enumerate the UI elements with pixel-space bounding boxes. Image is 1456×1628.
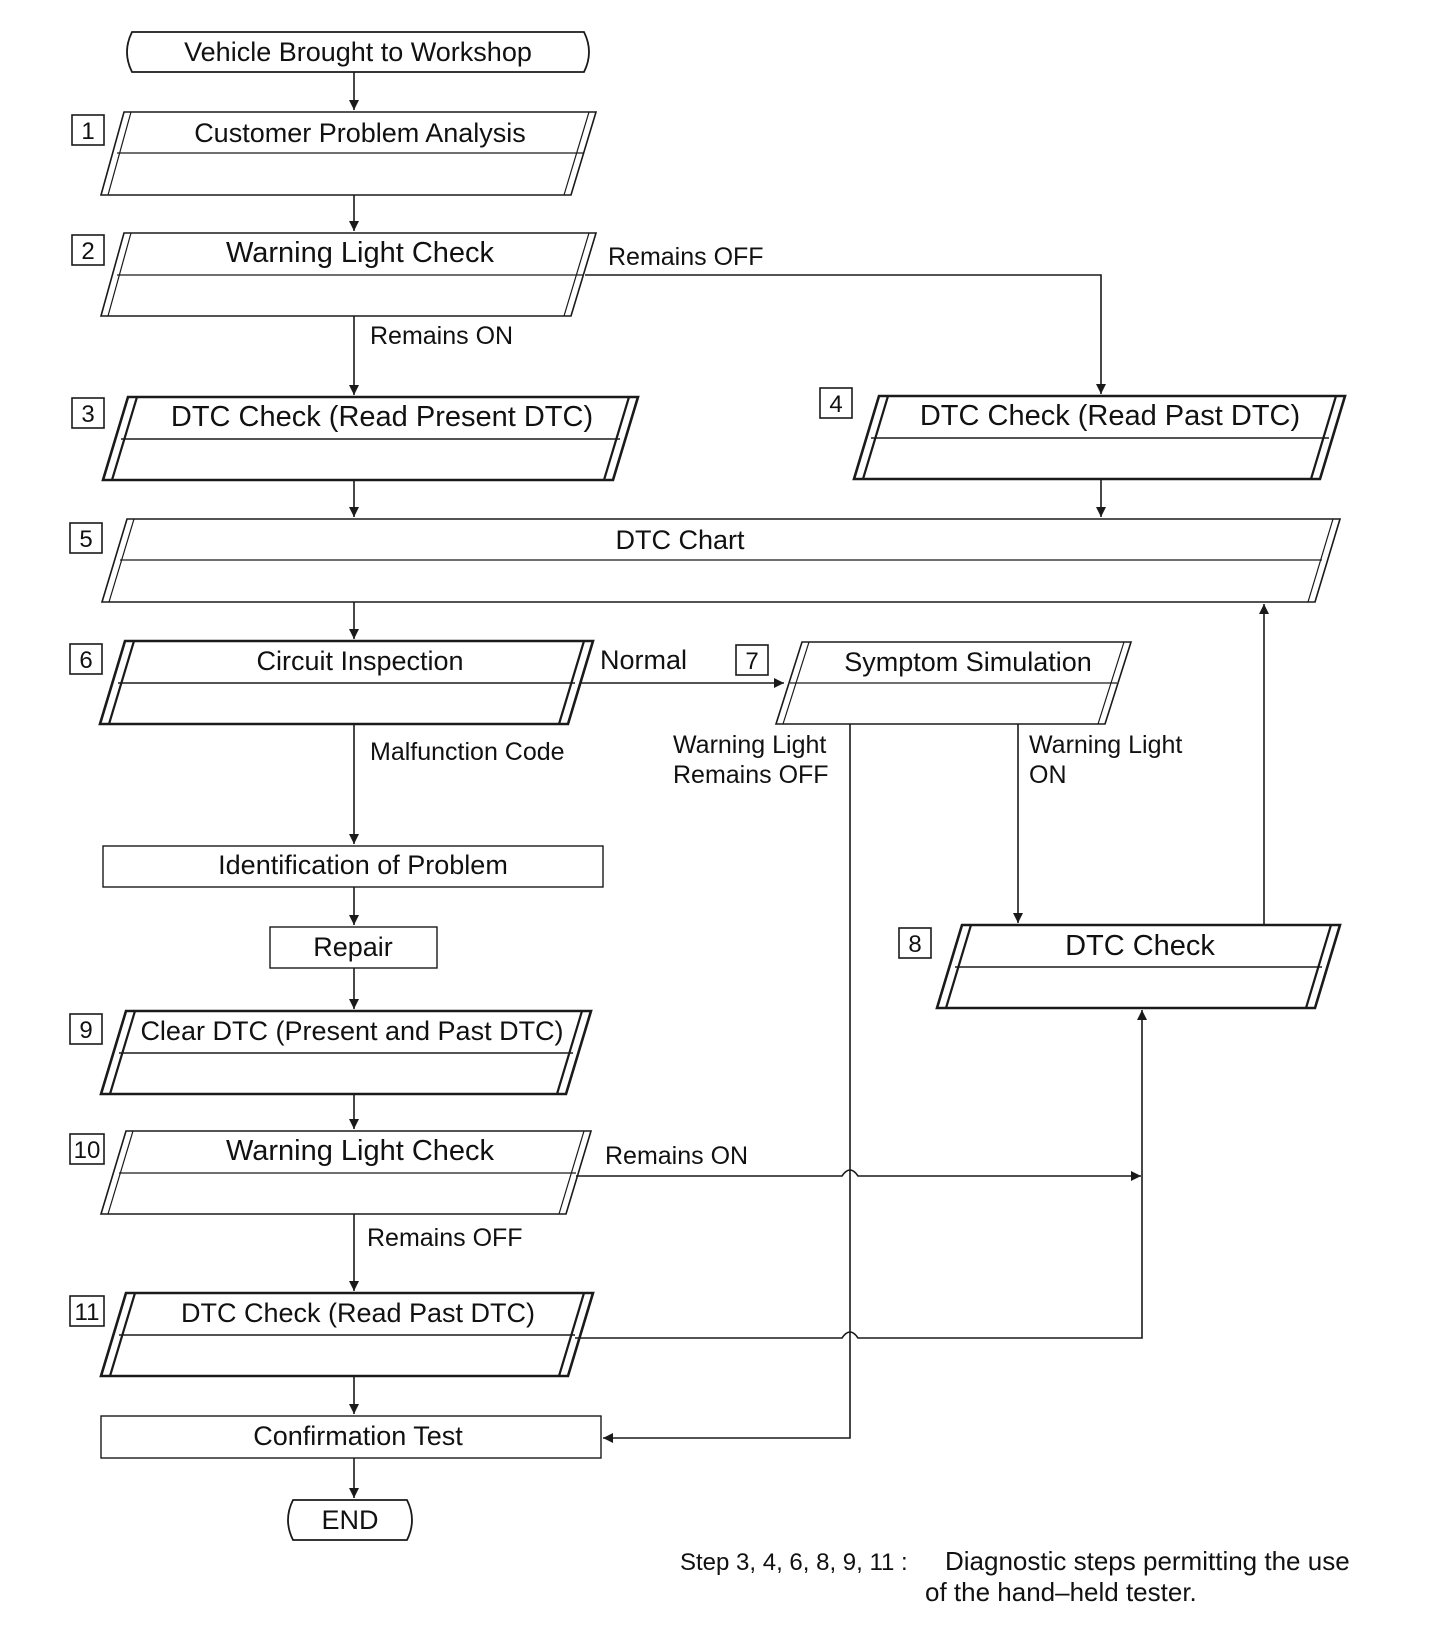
repair-label: Repair — [313, 932, 393, 962]
end-terminal: END — [287, 1499, 413, 1541]
step-7-number: 7 — [745, 648, 758, 675]
label-step6-malfunction-code: Malfunction Code — [370, 738, 565, 766]
step-7-box: 7 Symptom Simulation — [735, 641, 1133, 725]
label-step2-remains-on: Remains ON — [370, 322, 513, 350]
footnote-prefix: Step 3, 4, 6, 8, 9, 11 : — [680, 1549, 908, 1576]
step-1-label: Customer Problem Analysis — [194, 118, 526, 148]
arrow-step10-to-step8 — [576, 1169, 1141, 1181]
step-4-number: 4 — [829, 391, 842, 418]
step-6-number: 6 — [79, 647, 92, 674]
arrow-step2-to-step4 — [585, 274, 1106, 394]
confirmation-label: Confirmation Test — [253, 1421, 463, 1451]
label-step7-warning-on-line2: ON — [1029, 761, 1067, 789]
step-1-number: 1 — [81, 118, 94, 145]
arrow-step11-to-step8 — [575, 1010, 1147, 1339]
step-9-label: Clear DTC (Present and Past DTC) — [140, 1016, 563, 1046]
step-3-box: 3 DTC Check (Read Present DTC) — [71, 395, 640, 482]
label-step2-remains-off: Remains OFF — [608, 243, 764, 271]
step-4-box: 4 DTC Check (Read Past DTC) — [819, 387, 1347, 481]
step-8-number: 8 — [908, 931, 921, 958]
step-11-number: 11 — [75, 1299, 100, 1326]
step-10-number: 10 — [74, 1137, 101, 1164]
footnote-line2: of the hand–held tester. — [925, 1577, 1197, 1607]
label-step7-warning-on-line1: Warning Light — [1029, 731, 1182, 759]
identification-box: Identification of Problem — [102, 845, 604, 888]
end-label: END — [321, 1505, 378, 1535]
step-1-box: 1 Customer Problem Analysis — [71, 111, 598, 196]
label-step10-remains-on: Remains ON — [605, 1142, 748, 1170]
step-2-number: 2 — [81, 238, 94, 265]
step-9-number: 9 — [79, 1017, 92, 1044]
step-10-box: 10 Warning Light Check — [69, 1130, 593, 1215]
identification-label: Identification of Problem — [218, 850, 508, 880]
footnote-line1: Diagnostic steps permitting the use — [945, 1546, 1350, 1576]
step-6-box: 6 Circuit Inspection — [69, 639, 595, 726]
start-terminal: Vehicle Brought to Workshop — [126, 31, 590, 73]
step-7-label: Symptom Simulation — [844, 647, 1092, 677]
step-11-box: 11 DTC Check (Read Past DTC) — [69, 1291, 595, 1378]
step-11-label: DTC Check (Read Past DTC) — [181, 1298, 535, 1328]
label-step7-warning-off-line2: Remains OFF — [673, 761, 829, 789]
label-step6-normal: Normal — [600, 645, 687, 675]
step-6-label: Circuit Inspection — [256, 646, 463, 676]
step-4-label: DTC Check (Read Past DTC) — [920, 400, 1300, 432]
step-3-number: 3 — [81, 401, 94, 428]
step-5-box: 5 DTC Chart — [69, 518, 1342, 603]
step-2-label: Warning Light Check — [226, 237, 495, 269]
footnote: Step 3, 4, 6, 8, 9, 11 : Diagnostic step… — [680, 1546, 1350, 1607]
step-2-box: 2 Warning Light Check — [71, 232, 598, 317]
arrow-step7-to-confirmation — [603, 724, 851, 1443]
start-label: Vehicle Brought to Workshop — [184, 37, 532, 67]
step-10-label: Warning Light Check — [226, 1135, 495, 1167]
label-step7-warning-off-line1: Warning Light — [673, 731, 826, 759]
confirmation-box: Confirmation Test — [100, 1415, 602, 1459]
step-9-box: 9 Clear DTC (Present and Past DTC) — [69, 1009, 593, 1096]
step-5-number: 5 — [79, 526, 92, 553]
repair-box: Repair — [269, 926, 438, 969]
step-3-label: DTC Check (Read Present DTC) — [171, 401, 593, 433]
step-8-box: 8 DTC Check — [898, 923, 1342, 1010]
step-5-label: DTC Chart — [615, 525, 745, 555]
label-step10-remains-off: Remains OFF — [367, 1224, 523, 1252]
step-8-label: DTC Check — [1065, 930, 1215, 962]
